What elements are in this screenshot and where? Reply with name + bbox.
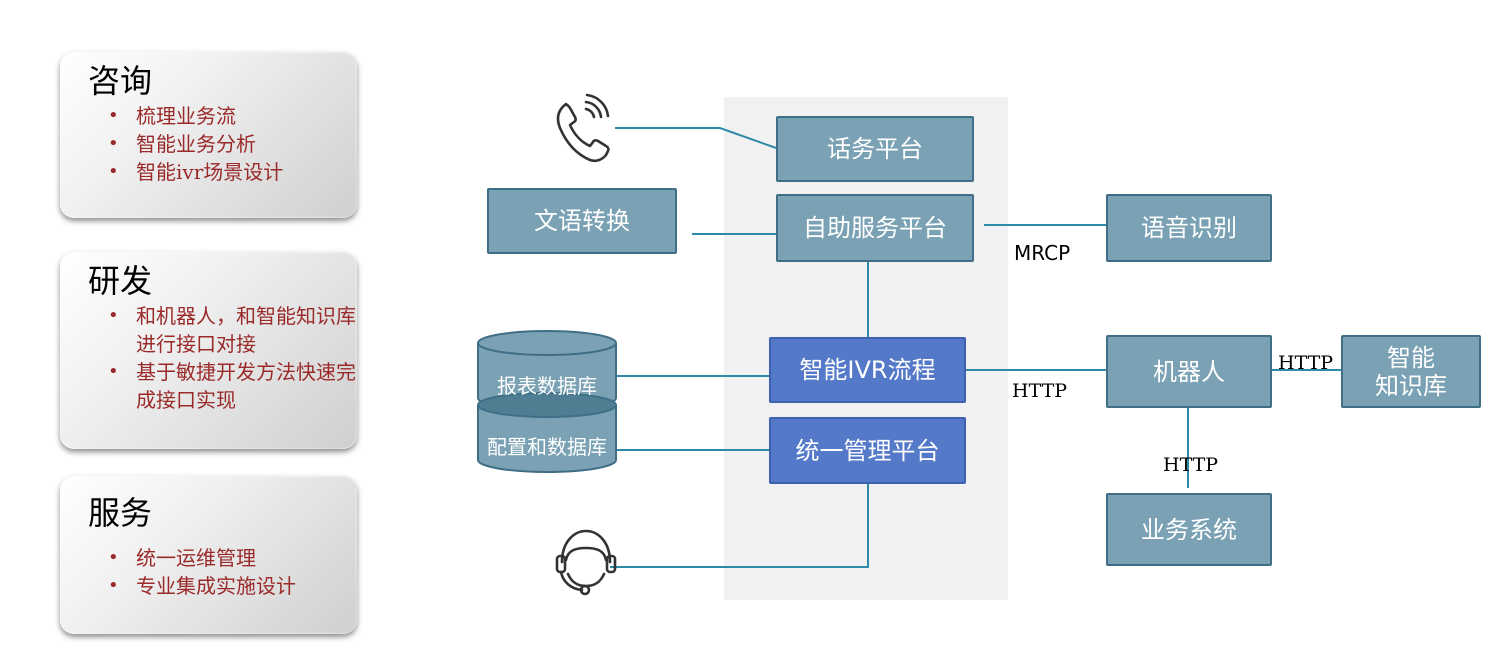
list-item: 统一运维管理: [108, 544, 357, 572]
database-report: [477, 330, 617, 411]
card-title: 研发: [88, 262, 153, 300]
label-http-robot-kb: HTTP: [1278, 352, 1334, 374]
card-list: 梳理业务流 智能业务分析 智能ivr场景设计: [88, 102, 357, 186]
node-knowledge-base: 智能 知识库: [1341, 335, 1481, 408]
list-item: 基于敏捷开发方法快速完成接口实现: [108, 358, 357, 414]
list-item: 梳理业务流: [108, 102, 357, 130]
node-kb-line1: 智能: [1387, 343, 1435, 372]
line-tongyi-agent: [610, 484, 869, 568]
card-title: 咨询: [88, 62, 153, 100]
node-robot: 机器人: [1106, 335, 1272, 408]
card-service: 服务 统一运维管理 专业集成实施设计: [60, 476, 357, 634]
node-tts: 文语转换: [487, 188, 677, 254]
card-development: 研发 和机器人，和智能知识库进行接口对接 基于敏捷开发方法快速完成接口实现: [60, 252, 357, 449]
node-self-service-platform: 自助服务平台: [776, 194, 974, 262]
card-title: 服务: [88, 494, 153, 532]
label-http-robot-biz: HTTP: [1163, 454, 1219, 476]
card-list: 统一运维管理 专业集成实施设计: [88, 544, 357, 600]
card-consulting: 咨询 梳理业务流 智能业务分析 智能ivr场景设计: [60, 52, 357, 218]
line-phone-huawu: [615, 127, 777, 149]
list-item: 智能业务分析: [108, 130, 357, 158]
database-config: [477, 392, 617, 473]
phone-icon: [556, 93, 610, 163]
node-ivr-flow: 智能IVR流程: [769, 337, 966, 403]
node-business-system: 业务系统: [1106, 493, 1272, 566]
node-huawu-platform: 话务平台: [776, 116, 974, 182]
db-config-label: 配置和数据库: [487, 435, 607, 459]
node-asr: 语音识别: [1106, 194, 1272, 262]
label-http-ivr-robot: HTTP: [1012, 380, 1068, 402]
db-report-label: 报表数据库: [497, 374, 597, 398]
node-kb-line2: 知识库: [1375, 371, 1447, 400]
label-mrcp: MRCP: [1014, 241, 1071, 265]
headset-agent-icon: [555, 529, 617, 596]
card-list: 和机器人，和智能知识库进行接口对接 基于敏捷开发方法快速完成接口实现: [88, 302, 357, 414]
list-item: 专业集成实施设计: [108, 572, 357, 600]
node-unified-management: 统一管理平台: [769, 417, 966, 484]
list-item: 和机器人，和智能知识库进行接口对接: [108, 302, 357, 358]
list-item: 智能ivr场景设计: [108, 158, 357, 186]
